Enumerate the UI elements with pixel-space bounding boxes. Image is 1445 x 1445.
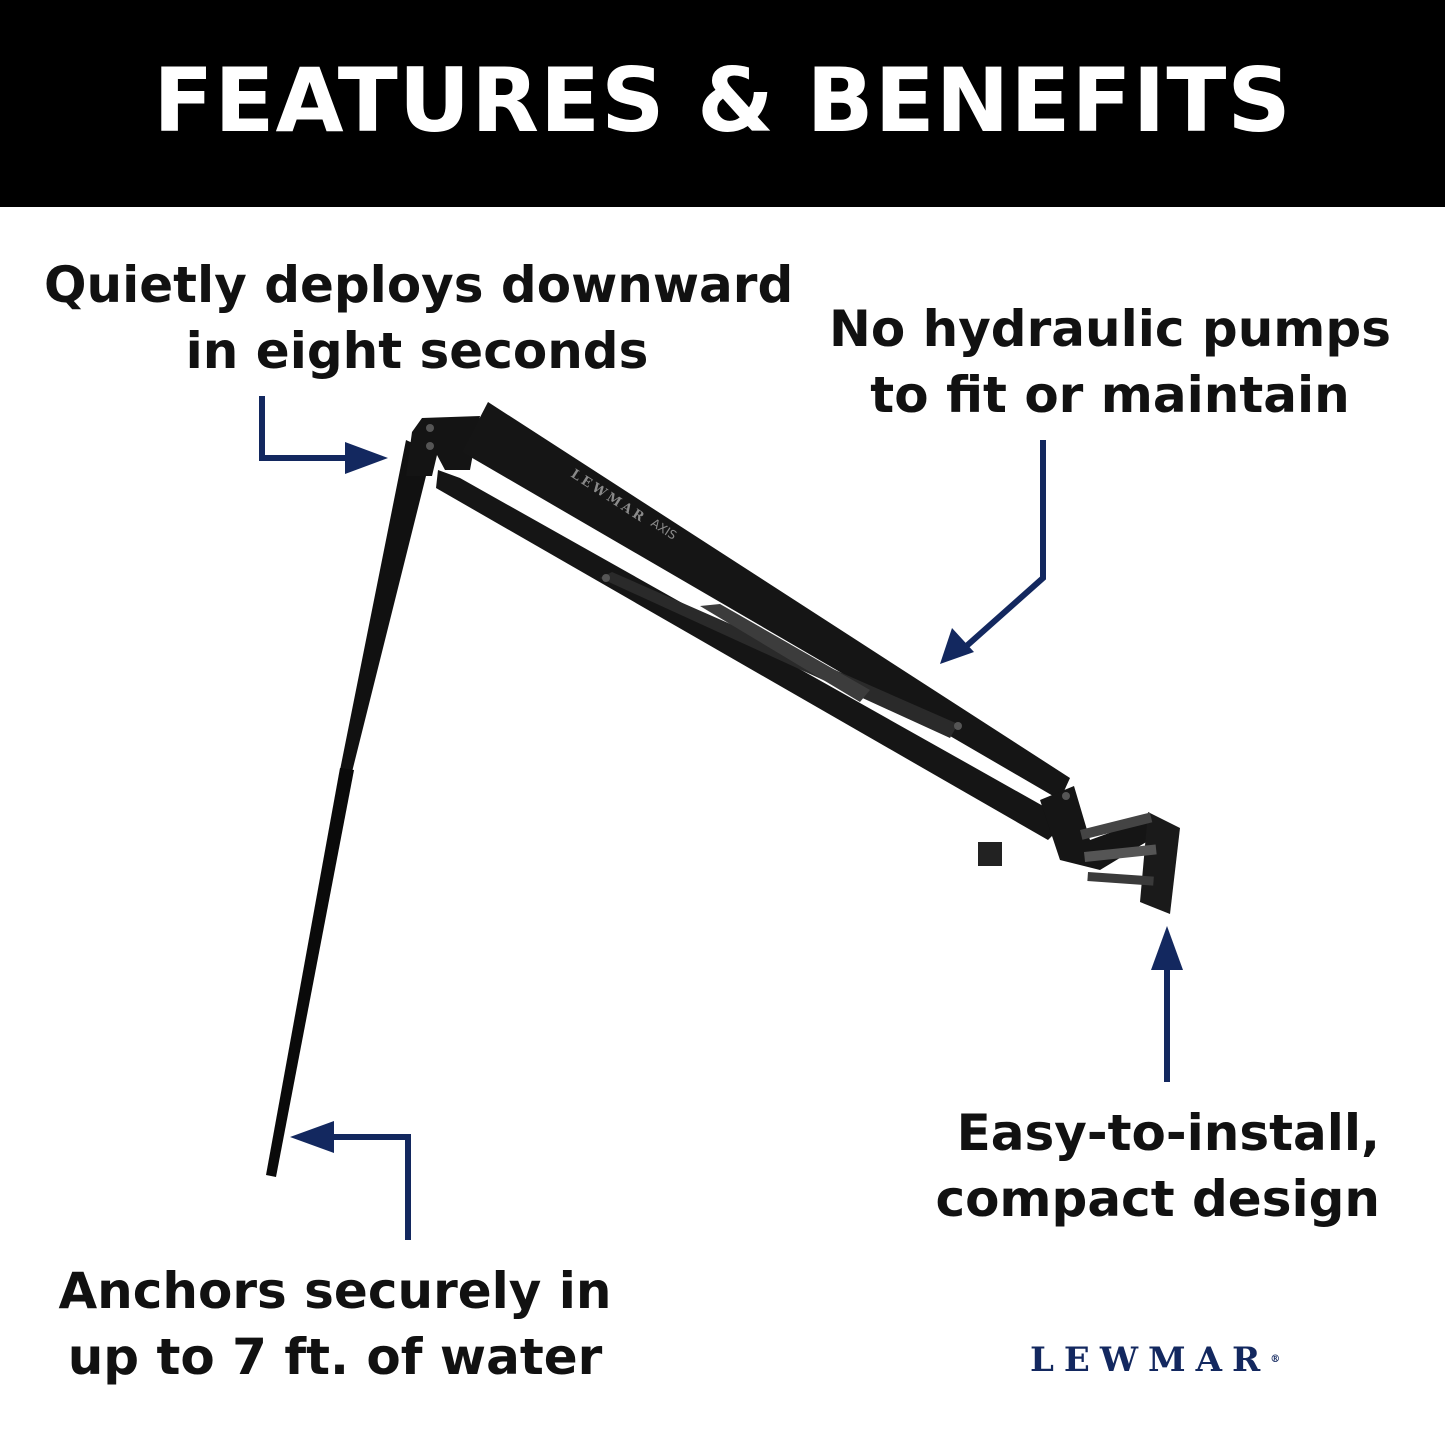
arrow-deploy-shaft bbox=[259, 396, 350, 461]
arm-knuckle bbox=[406, 416, 480, 476]
mount-knob bbox=[978, 842, 1002, 866]
arrow-anchor-icon bbox=[290, 1121, 334, 1153]
pivot-bolt bbox=[602, 574, 610, 582]
brand-logo: LEWMAR® bbox=[1030, 1340, 1380, 1380]
arm-lower-beam bbox=[436, 470, 1068, 840]
callout-install-line1: Easy-to-install, bbox=[956, 1104, 1380, 1162]
callout-pumps: No hydraulic pumps to fit or maintain bbox=[810, 296, 1410, 428]
arrow-anchor-shaft bbox=[330, 1134, 411, 1240]
brand-logo-text: LEWMAR bbox=[1030, 1340, 1271, 1380]
callout-pumps-line2: to fit or maintain bbox=[870, 366, 1350, 424]
header-bar bbox=[0, 0, 1445, 207]
arrow-pumps-icon bbox=[940, 628, 974, 664]
pivot-bolt bbox=[1062, 792, 1070, 800]
callout-anchor-line2: up to 7 ft. of water bbox=[67, 1328, 603, 1386]
anchor-arm: LEWMAR AXIS bbox=[266, 402, 1180, 1177]
arm-spike-upper bbox=[340, 440, 432, 772]
callout-install: Easy-to-install, compact design bbox=[900, 1100, 1380, 1232]
arrow-pumps-shaft bbox=[960, 440, 1046, 653]
page-title: FEATURES & BENEFITS bbox=[153, 49, 1292, 152]
callout-deploy: Quietly deploys downward in eight second… bbox=[44, 252, 794, 384]
pivot-bolt bbox=[426, 442, 434, 450]
arrow-deploy-icon bbox=[345, 442, 388, 474]
mount-rod bbox=[1084, 844, 1157, 862]
pivot-bolt bbox=[954, 722, 962, 730]
arm-actuator-sleeve bbox=[700, 604, 870, 702]
callout-install-line2: compact design bbox=[935, 1170, 1380, 1228]
callout-arrows bbox=[259, 396, 1170, 1240]
callout-anchor-line1: Anchors securely in bbox=[58, 1262, 612, 1320]
arrow-heads bbox=[290, 442, 1183, 1153]
arrow-install-icon bbox=[1151, 926, 1183, 970]
mount-rod bbox=[1087, 872, 1154, 886]
callout-pumps-line1: No hydraulic pumps bbox=[829, 300, 1391, 358]
mount-plate bbox=[1140, 812, 1180, 914]
callout-deploy-line2: in eight seconds bbox=[185, 322, 649, 380]
callout-anchor: Anchors securely in up to 7 ft. of water bbox=[30, 1258, 640, 1390]
mount-rod bbox=[1079, 812, 1153, 840]
arm-upper-beam bbox=[462, 402, 1070, 800]
registered-mark: ® bbox=[1270, 1354, 1281, 1365]
callout-deploy-line1: Quietly deploys downward bbox=[44, 256, 794, 314]
pivot-bolt bbox=[426, 424, 434, 432]
arm-spike-lower bbox=[266, 768, 354, 1177]
arm-actuator bbox=[600, 572, 958, 738]
